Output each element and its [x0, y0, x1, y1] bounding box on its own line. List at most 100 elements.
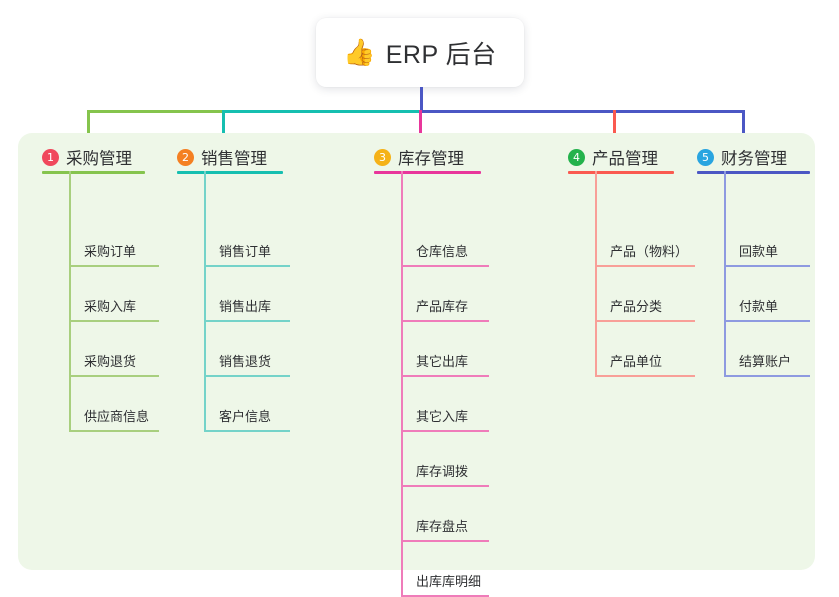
branch-item[interactable]: 产品分类	[595, 280, 695, 322]
branch-item-label: 供应商信息	[84, 409, 150, 424]
branch-number-badge: 4	[568, 148, 585, 166]
branch-header-rule	[374, 171, 481, 174]
branch-item-label: 采购退货	[84, 354, 137, 369]
branch-item[interactable]: 客户信息	[204, 390, 290, 432]
branch-item-rule	[595, 375, 695, 377]
branch-header-2[interactable]: 2 销售管理	[177, 145, 267, 169]
branch-item-label: 销售出库	[219, 299, 272, 314]
branch-item[interactable]: 回款单	[724, 225, 810, 267]
branch-header-rule	[568, 171, 674, 174]
branch-item[interactable]: 其它入库	[401, 390, 489, 432]
branch-item-label: 仓库信息	[416, 244, 469, 259]
branch-item[interactable]: 出库库明细	[401, 555, 489, 597]
branch-item-label: 回款单	[739, 244, 779, 259]
branch-item-label: 销售订单	[219, 244, 272, 259]
branch-item-rule	[595, 265, 695, 267]
connector-segment-blue	[419, 110, 745, 113]
branch-item-label: 结算账户	[739, 354, 792, 369]
branch-item-rule	[401, 485, 489, 487]
branch-item-rule	[204, 320, 290, 322]
connector-drop-branch-3	[419, 110, 422, 137]
branch-item-rule	[69, 375, 159, 377]
branch-item-rule	[204, 430, 290, 432]
thumbs-up-icon: 👍	[343, 37, 376, 68]
branch-item[interactable]: 销售退货	[204, 335, 290, 377]
branch-number-badge: 3	[374, 148, 391, 166]
branch-title: 财务管理	[721, 150, 787, 168]
branch-item-label: 客户信息	[219, 409, 272, 424]
connector-segment-teal	[222, 110, 420, 113]
branch-title: 产品管理	[592, 150, 658, 168]
branch-item-label: 产品单位	[610, 354, 663, 369]
branch-item[interactable]: 其它出库	[401, 335, 489, 377]
branch-item[interactable]: 供应商信息	[69, 390, 159, 432]
branch-item[interactable]: 付款单	[724, 280, 810, 322]
branch-item-rule	[724, 265, 810, 267]
branches-panel: 1 采购管理采购订单采购入库采购退货供应商信息 2 销售管理销售订单销售出库销售退货客…	[18, 133, 815, 597]
branch-item-label: 采购订单	[84, 244, 137, 259]
branch-column-2: 2 销售管理销售订单销售出库销售退货客户信息	[177, 133, 323, 570]
branch-item-rule	[69, 320, 159, 322]
branch-item-label: 产品库存	[416, 299, 469, 314]
branch-item-label: 其它出库	[416, 354, 469, 369]
root-node[interactable]: 👍 ERP 后台	[316, 18, 524, 87]
branch-item[interactable]: 采购入库	[69, 280, 159, 322]
branch-header-rule	[177, 171, 283, 174]
branch-header-3[interactable]: 3 库存管理	[374, 145, 464, 169]
branch-spine	[69, 171, 71, 432]
branch-number-badge: 2	[177, 148, 194, 166]
branch-item-rule	[401, 320, 489, 322]
branch-item-label: 产品分类	[610, 299, 663, 314]
connector-drop-branch-2	[222, 110, 225, 137]
branch-item-rule	[595, 320, 695, 322]
branch-item[interactable]: 库存调拨	[401, 445, 489, 487]
branch-title: 采购管理	[66, 150, 132, 168]
branch-header-4[interactable]: 4 产品管理	[568, 145, 658, 169]
connector-drop-branch-5	[742, 110, 745, 137]
branch-item[interactable]: 采购订单	[69, 225, 159, 267]
branch-item[interactable]: 产品（物料）	[595, 225, 695, 267]
branch-item-rule	[69, 430, 159, 432]
branch-item-label: 库存调拨	[416, 464, 469, 479]
branch-spine	[595, 171, 597, 377]
branch-item[interactable]: 销售出库	[204, 280, 290, 322]
branch-item-rule	[204, 265, 290, 267]
branch-column-1: 1 采购管理采购订单采购入库采购退货供应商信息	[42, 133, 185, 570]
branch-title: 库存管理	[398, 150, 464, 168]
connector-drop-branch-4	[613, 110, 616, 137]
branch-item-label: 产品（物料）	[610, 244, 689, 259]
branch-number-badge: 1	[42, 148, 59, 166]
branch-item-rule	[69, 265, 159, 267]
branch-header-1[interactable]: 1 采购管理	[42, 145, 132, 169]
branch-item-rule	[401, 430, 489, 432]
branch-item[interactable]: 销售订单	[204, 225, 290, 267]
root-connector-vertical	[420, 87, 423, 111]
branch-item[interactable]: 结算账户	[724, 335, 810, 377]
connector-segment-green	[87, 110, 223, 113]
branch-item-label: 库存盘点	[416, 519, 469, 534]
branch-column-4: 4 产品管理产品（物料） 产品分类产品单位	[568, 133, 714, 570]
branch-item[interactable]: 库存盘点	[401, 500, 489, 542]
branch-item[interactable]: 采购退货	[69, 335, 159, 377]
branch-item-rule	[401, 375, 489, 377]
branch-item-label: 销售退货	[219, 354, 272, 369]
branch-title: 销售管理	[201, 150, 267, 168]
branch-item-label: 采购入库	[84, 299, 137, 314]
branch-column-3: 3 库存管理仓库信息产品库存其它出库其它入库库存调拨库存盘点出库库明细	[374, 133, 521, 597]
branch-item[interactable]: 产品库存	[401, 280, 489, 322]
branch-header-rule	[697, 171, 810, 174]
branch-item-rule	[401, 265, 489, 267]
branch-item-label: 出库库明细	[416, 574, 482, 589]
branch-item-label: 其它入库	[416, 409, 469, 424]
branch-item-rule	[724, 375, 810, 377]
branch-spine	[204, 171, 206, 432]
branch-item[interactable]: 仓库信息	[401, 225, 489, 267]
branch-item-rule	[724, 320, 810, 322]
branch-item-rule	[401, 540, 489, 542]
branch-item[interactable]: 产品单位	[595, 335, 695, 377]
branch-item-label: 付款单	[739, 299, 779, 314]
branch-header-rule	[42, 171, 145, 174]
